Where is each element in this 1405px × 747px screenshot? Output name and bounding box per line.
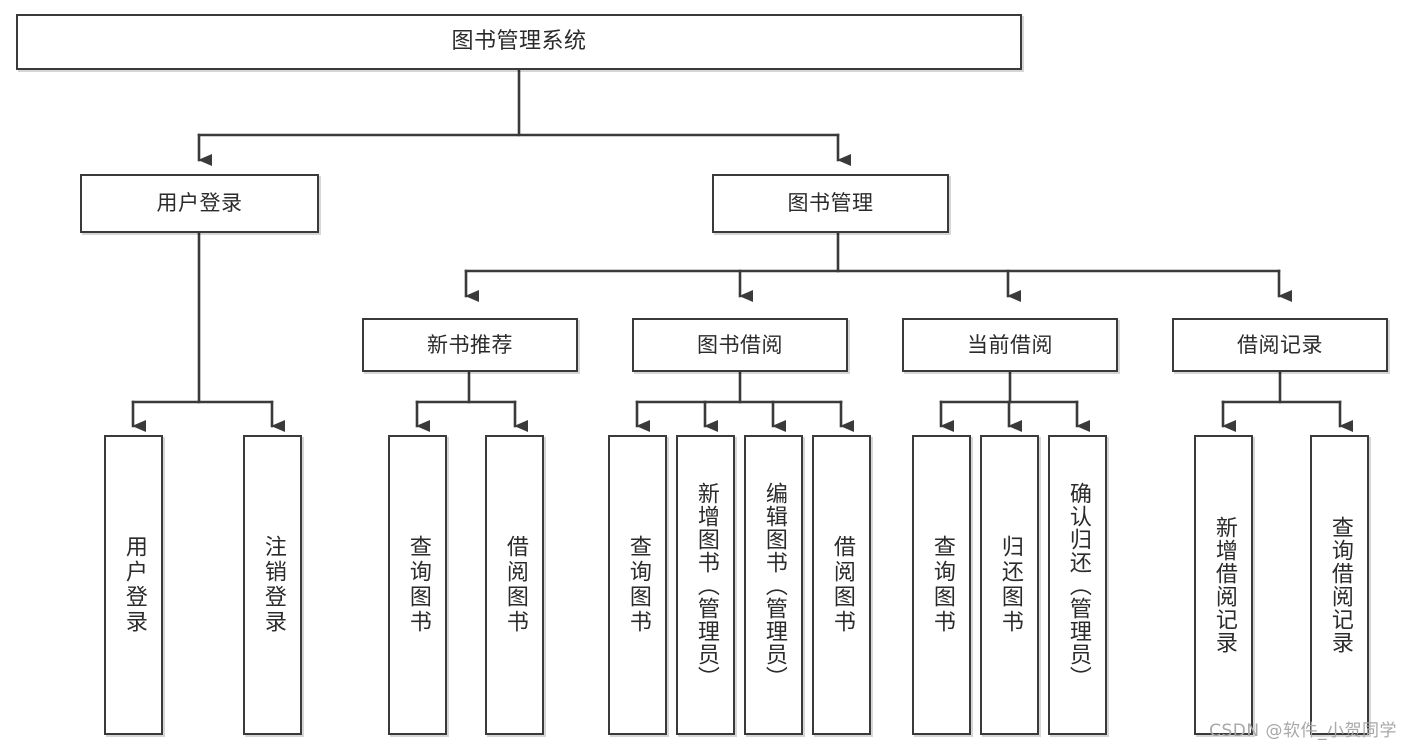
leaf-add-borrow-record[interactable]: 新增借阅记录	[1194, 435, 1253, 735]
leaf-user-logout[interactable]: 注销登录	[243, 435, 302, 735]
node-label: 编辑图书（管理员）	[761, 481, 787, 689]
node-label: 借阅图书	[502, 535, 528, 635]
node-label: 新增借阅记录	[1211, 516, 1237, 654]
node-label: 查询借阅记录	[1327, 516, 1353, 654]
node-borrow-records[interactable]: 借阅记录	[1172, 318, 1388, 372]
node-label: 用户登录	[156, 191, 243, 216]
node-label: 确认归还（管理员）	[1065, 481, 1091, 689]
node-label: 查询图书	[625, 535, 651, 635]
leaf-return-book[interactable]: 归还图书	[980, 435, 1039, 735]
leaf-query-borrow-record[interactable]: 查询借阅记录	[1310, 435, 1369, 735]
leaf-add-book-admin[interactable]: 新增图书（管理员）	[676, 435, 735, 735]
node-current-borrow[interactable]: 当前借阅	[902, 318, 1118, 372]
leaf-edit-book-admin[interactable]: 编辑图书（管理员）	[744, 435, 803, 735]
node-label: 用户登录	[121, 535, 147, 635]
leaf-query-book-borrow[interactable]: 查询图书	[608, 435, 667, 735]
node-label: 查询图书	[929, 535, 955, 635]
node-book-management[interactable]: 图书管理	[712, 174, 949, 233]
node-book-borrow[interactable]: 图书借阅	[632, 318, 848, 372]
csdn-watermark: CSDN @软件_小贺同学	[1209, 721, 1397, 741]
node-root-system[interactable]: 图书管理系统	[16, 14, 1022, 70]
node-new-book-recommend[interactable]: 新书推荐	[362, 318, 578, 372]
node-label: 图书管理系统	[451, 29, 587, 55]
leaf-user-login[interactable]: 用户登录	[104, 435, 163, 735]
node-label: 新增图书（管理员）	[693, 481, 719, 689]
node-label: 借阅记录	[1237, 332, 1323, 357]
node-label: 查询图书	[405, 535, 431, 635]
node-label: 当前借阅	[967, 332, 1053, 357]
node-label: 注销登录	[260, 535, 286, 635]
node-user-login[interactable]: 用户登录	[80, 174, 319, 233]
leaf-borrow-book-recommend[interactable]: 借阅图书	[485, 435, 544, 735]
leaf-borrow-book[interactable]: 借阅图书	[812, 435, 871, 735]
node-label: 归还图书	[997, 535, 1023, 635]
node-label: 图书借阅	[697, 332, 783, 357]
node-label: 借阅图书	[829, 535, 855, 635]
node-label: 新书推荐	[427, 332, 513, 357]
leaf-query-book-current[interactable]: 查询图书	[912, 435, 971, 735]
node-label: 图书管理	[787, 191, 874, 216]
leaf-confirm-return-admin[interactable]: 确认归还（管理员）	[1048, 435, 1107, 735]
leaf-query-book-recommend[interactable]: 查询图书	[388, 435, 447, 735]
